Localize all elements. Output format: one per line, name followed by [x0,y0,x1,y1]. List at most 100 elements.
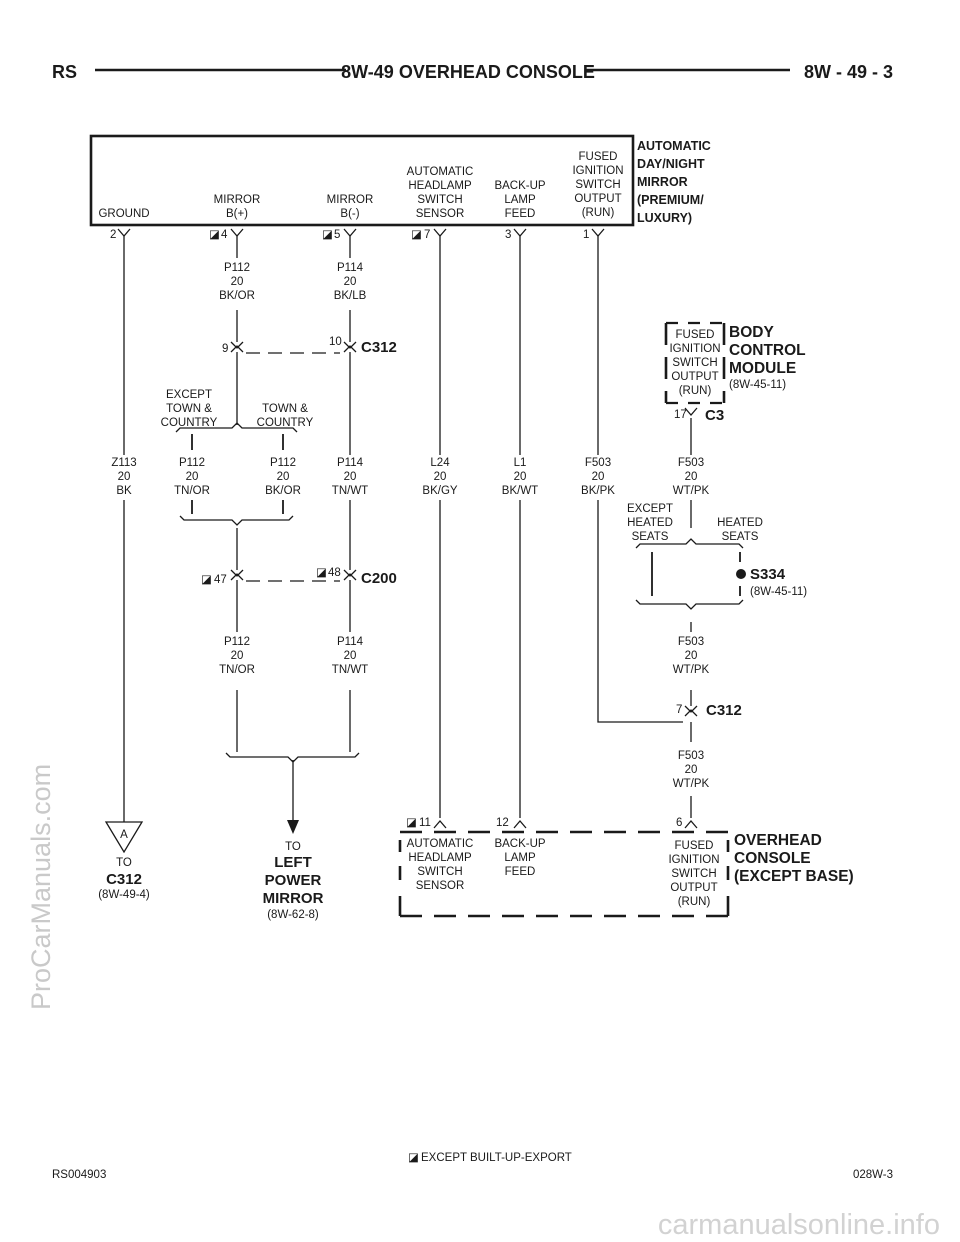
svg-text:SEATS: SEATS [632,531,669,543]
svg-text:DAY/NIGHT: DAY/NIGHT [637,157,705,171]
svg-text:4: 4 [221,229,228,241]
svg-text:(8W-45-11): (8W-45-11) [750,586,807,598]
svg-text:(RUN): (RUN) [582,207,615,219]
connector-c312-top: 9 10 C312 [222,336,397,356]
svg-text:P112: P112 [270,457,296,469]
svg-text:WT/PK: WT/PK [673,778,710,790]
footer-page-id: 028W-3 [853,1169,893,1181]
mirror-pin-numbers: 2 ◪ 4 ◪ 5 ◪ 7 3 1 [110,229,589,241]
svg-text:L1: L1 [514,457,527,469]
svg-text:EXCEPT: EXCEPT [627,503,673,515]
svg-text:P114: P114 [337,457,364,469]
svg-text:COUNTRY: COUNTRY [161,417,218,429]
svg-text:TO: TO [285,841,301,853]
svg-text:FUSED: FUSED [579,151,618,163]
svg-text:9: 9 [222,343,228,355]
svg-text:BACK-UP: BACK-UP [494,180,545,192]
svg-text:BACK-UP: BACK-UP [494,838,545,850]
svg-text:TN/WT: TN/WT [332,664,368,676]
mirror-module-box [89,134,635,227]
svg-text:(8W-45-11): (8W-45-11) [729,379,786,391]
svg-text:TO: TO [116,857,132,869]
svg-text:P114: P114 [337,636,364,648]
svg-text:POWER: POWER [265,872,322,889]
svg-text:20: 20 [344,471,357,483]
svg-text:HEADLAMP: HEADLAMP [408,852,472,864]
svg-text:C312: C312 [706,702,742,719]
svg-text:L24: L24 [430,457,450,469]
svg-text:TN/WT: TN/WT [332,485,368,497]
wire-labels: P112 20 BK/OR P114 20 BK/LB Z113 20 BK P… [111,262,709,790]
svg-text:C3: C3 [705,407,724,424]
svg-text:TN/OR: TN/OR [174,485,210,497]
power-mirror-bracket [225,752,360,834]
svg-text:FEED: FEED [505,866,536,878]
svg-text:WT/PK: WT/PK [673,664,710,676]
svg-text:P112: P112 [224,636,250,648]
svg-text:SENSOR: SENSOR [416,880,465,892]
svg-text:P112: P112 [179,457,205,469]
svg-text:LAMP: LAMP [504,852,536,864]
svg-text:SWITCH: SWITCH [671,868,716,880]
svg-text:OUTPUT: OUTPUT [671,371,718,383]
svg-text:12: 12 [496,817,509,829]
svg-text:20: 20 [685,471,698,483]
svg-text:47: 47 [214,574,227,586]
svg-text:BK: BK [116,485,132,497]
svg-text:BK/LB: BK/LB [334,290,367,302]
svg-text:BK/GY: BK/GY [422,485,457,497]
svg-text:TN/OR: TN/OR [219,664,255,676]
footer-figure-id: RS004903 [52,1169,106,1181]
svg-text:A: A [120,829,128,841]
svg-text:HEADLAMP: HEADLAMP [408,180,472,192]
svg-text:MODULE: MODULE [729,360,796,377]
svg-text:BK/WT: BK/WT [502,485,538,497]
svg-text:2: 2 [110,229,116,241]
svg-text:MIRROR: MIRROR [214,194,261,206]
svg-text:20: 20 [277,471,290,483]
svg-text:17: 17 [674,409,687,421]
svg-text:(RUN): (RUN) [678,896,711,908]
svg-text:F503: F503 [678,457,704,469]
svg-text:20: 20 [344,650,357,662]
svg-text:(8W-49-4): (8W-49-4) [98,889,150,901]
svg-text:◪: ◪ [406,817,417,829]
svg-text:SEATS: SEATS [722,531,759,543]
svg-text:F503: F503 [585,457,611,469]
svg-text:OVERHEAD: OVERHEAD [734,832,822,849]
svg-text:B(-): B(-) [340,208,359,220]
svg-text:20: 20 [514,471,527,483]
svg-text:C312: C312 [106,871,142,888]
svg-text:7: 7 [424,229,430,241]
svg-text:BODY: BODY [729,324,774,341]
reference-left-power-mirror: TO LEFT POWER MIRROR (8W-62-8) [263,841,324,921]
svg-text:10: 10 [329,336,342,348]
svg-text:(PREMIUM/: (PREMIUM/ [637,193,704,207]
connector-c200: ◪ 47 ◪ 48 C200 [201,567,397,587]
svg-text:IGNITION: IGNITION [668,854,719,866]
console-terminals: ◪ 11 12 6 [406,817,698,829]
svg-text:BK/OR: BK/OR [219,290,255,302]
svg-text:EXCEPT: EXCEPT [166,389,212,401]
svg-text:HEATED: HEATED [717,517,763,529]
svg-text:LUXURY): LUXURY) [637,211,692,225]
mirror-terminals [117,228,605,237]
side-watermark: ProCarManuals.com [26,764,56,1010]
svg-text:AUTOMATIC: AUTOMATIC [407,838,474,850]
svg-text:LEFT: LEFT [274,854,312,871]
footer-note-marker: ◪ [408,1152,419,1164]
svg-text:3: 3 [505,229,511,241]
svg-text:20: 20 [344,276,357,288]
svg-text:HEATED: HEATED [627,517,673,529]
svg-text:48: 48 [328,567,341,579]
svg-text:20: 20 [592,471,605,483]
svg-text:20: 20 [434,471,447,483]
mirror-pin-labels: GROUND MIRROR B(+) MIRROR B(-) AUTOMATIC… [98,151,623,220]
svg-text:SWITCH: SWITCH [417,866,462,878]
svg-text:CONSOLE: CONSOLE [734,850,811,867]
svg-text:TOWN &: TOWN & [166,403,212,415]
svg-text:◪: ◪ [201,574,212,586]
svg-text:20: 20 [685,764,698,776]
svg-text:BK/PK: BK/PK [581,485,615,497]
